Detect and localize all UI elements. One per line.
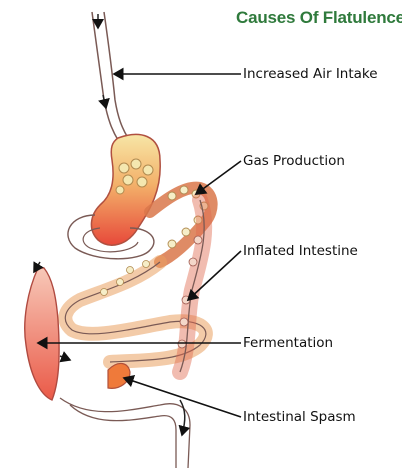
air-flow-arrow-icon	[98, 94, 110, 110]
leader-arrow-inflated-intestine	[186, 250, 242, 302]
label-increased-air-intake: Increased Air Intake	[243, 66, 378, 82]
gas-flow-arrow-icon	[178, 399, 191, 437]
small-intestine-loops	[58, 214, 213, 369]
spasm-segment	[107, 362, 131, 389]
rectum	[59, 397, 191, 468]
ascending-colon	[24, 261, 72, 401]
leader-arrows	[36, 67, 242, 418]
diagram-title: Causes Of Flatulence	[236, 8, 402, 27]
gas-flow-arrow-icon	[59, 351, 72, 363]
leader-arrow-intestinal-spasm	[122, 374, 242, 418]
label-intestinal-spasm: Intestinal Spasm	[243, 409, 356, 425]
label-inflated-intestine: Inflated Intestine	[243, 243, 358, 259]
label-gas-production: Gas Production	[243, 153, 345, 169]
leader-arrow-gas-production	[194, 160, 242, 195]
esophagus	[91, 11, 129, 141]
small-intestine-upper	[144, 181, 218, 268]
stomach	[90, 133, 161, 246]
label-fermentation: Fermentation	[243, 335, 334, 351]
gas-flow-arrow-icon	[33, 261, 44, 274]
gas-bubbles	[115, 158, 154, 195]
